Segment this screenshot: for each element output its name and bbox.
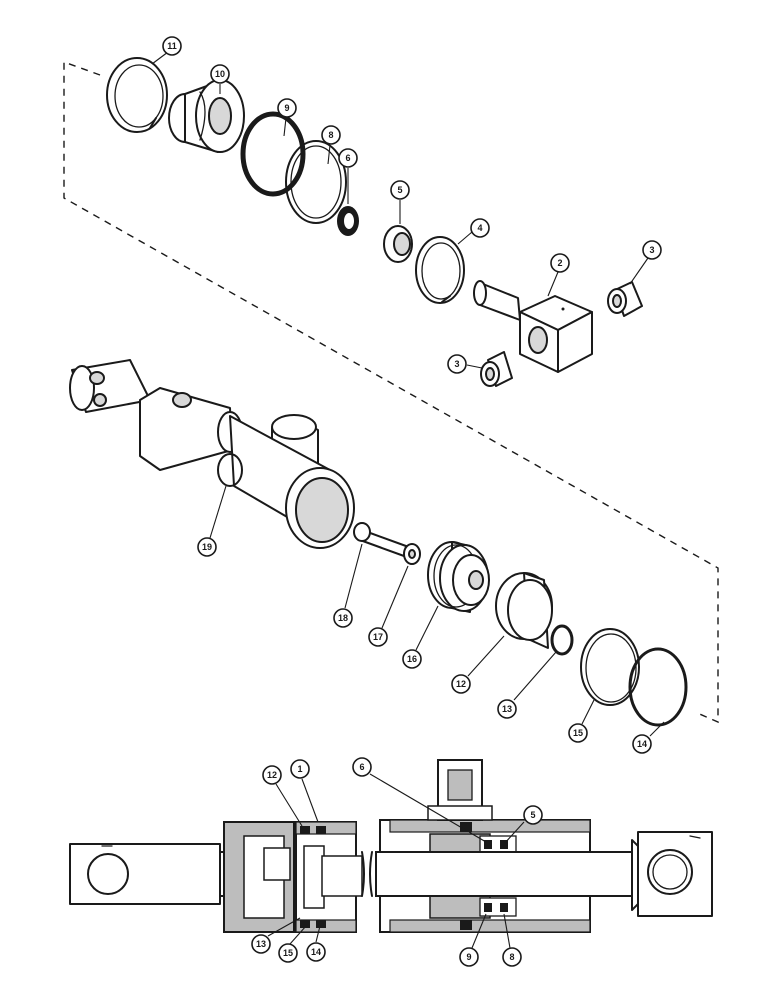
callout-13: 13 bbox=[497, 651, 557, 719]
callout-3-left: 3 bbox=[447, 354, 483, 374]
part-9-o-ring bbox=[240, 111, 306, 197]
svg-text:1: 1 bbox=[297, 764, 302, 774]
svg-text:14: 14 bbox=[637, 739, 647, 749]
callout-10: 10 bbox=[210, 64, 230, 94]
section-view-base-end bbox=[69, 821, 365, 933]
svg-text:5: 5 bbox=[530, 810, 535, 820]
svg-text:3: 3 bbox=[649, 245, 654, 255]
callout-3-right: 3 bbox=[629, 240, 662, 285]
callout-19: 19 bbox=[197, 485, 227, 557]
section-callout-14: 14 bbox=[306, 925, 326, 962]
section-callout-9: 9 bbox=[459, 913, 487, 967]
part-12-wear-ring bbox=[495, 572, 553, 649]
part-3-bushing-left bbox=[480, 351, 513, 387]
callout-14: 14 bbox=[632, 721, 665, 754]
callout-4: 4 bbox=[457, 218, 490, 245]
svg-text:5: 5 bbox=[397, 185, 402, 195]
svg-text:6: 6 bbox=[345, 153, 350, 163]
section-callout-12: 12 bbox=[262, 765, 303, 827]
svg-text:17: 17 bbox=[373, 632, 383, 642]
part-6-rod-seal bbox=[337, 206, 359, 236]
part-4-retaining-ring bbox=[415, 236, 465, 304]
svg-text:4: 4 bbox=[477, 223, 482, 233]
part-13-o-ring bbox=[550, 624, 574, 656]
exploded-group-outline bbox=[63, 61, 719, 724]
section-callout-13: 13 bbox=[251, 917, 301, 954]
svg-text:9: 9 bbox=[284, 103, 289, 113]
section-view-head-end bbox=[369, 759, 713, 933]
svg-text:9: 9 bbox=[466, 952, 471, 962]
callout-2: 2 bbox=[547, 253, 570, 297]
part-19-barrel bbox=[69, 359, 355, 549]
part-3-bushing-right bbox=[607, 281, 643, 317]
section-callout-6: 6 bbox=[352, 757, 487, 843]
svg-text:2: 2 bbox=[557, 258, 562, 268]
svg-text:13: 13 bbox=[256, 939, 266, 949]
callout-17: 17 bbox=[368, 565, 409, 647]
part-16-piston bbox=[427, 541, 490, 613]
part-14-o-ring bbox=[628, 647, 688, 727]
callout-12: 12 bbox=[451, 635, 505, 694]
callout-8: 8 bbox=[321, 125, 341, 165]
section-callout-15: 15 bbox=[278, 925, 307, 963]
svg-text:16: 16 bbox=[407, 654, 417, 664]
section-callout-1: 1 bbox=[290, 759, 319, 823]
svg-text:3: 3 bbox=[454, 359, 459, 369]
section-callout-5: 5 bbox=[503, 805, 543, 845]
svg-text:18: 18 bbox=[338, 613, 348, 623]
svg-text:19: 19 bbox=[202, 542, 212, 552]
part-2-rod-eye bbox=[473, 280, 593, 373]
part-8-backup-ring bbox=[285, 140, 347, 224]
callout-18: 18 bbox=[333, 543, 363, 628]
callout-6: 6 bbox=[338, 148, 358, 204]
part-11-snap-ring bbox=[106, 57, 168, 133]
callout-5: 5 bbox=[390, 180, 410, 224]
part-15-backup-ring bbox=[580, 628, 640, 706]
svg-text:11: 11 bbox=[167, 41, 177, 51]
svg-text:12: 12 bbox=[267, 770, 277, 780]
svg-text:10: 10 bbox=[215, 69, 225, 79]
part-17-washer bbox=[403, 543, 421, 565]
svg-text:6: 6 bbox=[359, 762, 364, 772]
svg-text:15: 15 bbox=[573, 728, 583, 738]
callout-15: 15 bbox=[568, 699, 595, 743]
part-18-bolt bbox=[353, 522, 407, 557]
svg-text:13: 13 bbox=[502, 704, 512, 714]
svg-text:8: 8 bbox=[509, 952, 514, 962]
part-5-wiper bbox=[383, 225, 413, 263]
svg-text:12: 12 bbox=[456, 679, 466, 689]
part-10-head bbox=[168, 79, 245, 153]
callout-9: 9 bbox=[277, 98, 297, 137]
svg-text:14: 14 bbox=[311, 947, 321, 957]
svg-text:15: 15 bbox=[283, 948, 293, 958]
svg-text:8: 8 bbox=[328, 130, 333, 140]
callout-16: 16 bbox=[402, 605, 439, 669]
section-callout-8: 8 bbox=[502, 913, 522, 967]
callout-11: 11 bbox=[151, 36, 182, 65]
